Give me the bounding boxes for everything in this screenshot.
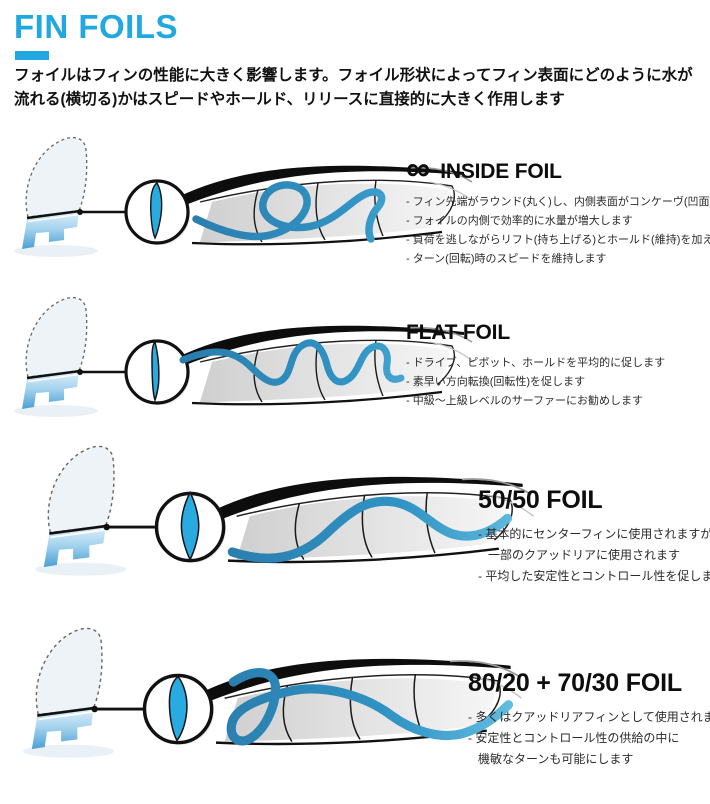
8020-foil-illustration — [21, 627, 523, 760]
section-header: ∞ INSIDE FOIL — [406, 150, 706, 188]
water-flow-ribbon — [192, 181, 386, 243]
foil-cross-section-8020 — [168, 675, 188, 742]
section-inside-foil: ∞ INSIDE FOIL - フィン先端がラウンド(丸く)し、内側表面がコンケ… — [406, 150, 710, 269]
water-flow-ribbon — [179, 339, 405, 386]
bullet: - ドライブ、ピボット、ホールドを平均的に促します — [406, 357, 666, 369]
foil-cross-section-flat — [151, 340, 160, 403]
section-title: FLAT FOIL — [406, 321, 510, 344]
section-header: 80/20 + 70/30 FOIL — [468, 669, 708, 698]
fin-illustration — [33, 445, 128, 578]
section-title: 80/20 + 70/30 FOIL — [468, 669, 682, 697]
section-5050-foil: 50/50 FOIL - 基本的にセンターフィンに使用されますが、 一部のクアッ… — [478, 486, 710, 587]
bullet: - 平均した安定性とコントロール性を促します — [478, 569, 710, 583]
title-underline — [15, 51, 49, 60]
flat-foil-illustration — [12, 296, 476, 419]
section-8020-foil: 80/20 + 70/30 FOIL - 多くはクアッドリアフィンとして使用され… — [468, 669, 710, 770]
bullet-list: - 基本的にセンターフィンに使用されますが、 一部のクアッドリアに使用されます … — [478, 524, 710, 587]
section-title: 50/50 FOIL — [478, 486, 603, 514]
bullet: - ターン(回転)時のスピードを維持します — [406, 253, 607, 265]
foil-cross-section-inside — [150, 181, 163, 240]
fin-illustration — [21, 627, 116, 760]
inside-foil-illustration — [12, 136, 476, 259]
bullet: - フォイルの内側で効率的に水量が増大します — [406, 215, 633, 227]
5050-foil-illustration — [33, 445, 535, 578]
bullet-list: - 多くはクアッドリアフィンとして使用されます - 安定性とコントロール性の供給… — [468, 707, 710, 770]
water-flow-ribbon — [227, 496, 513, 563]
intro-paragraph: フォイルはフィンの性能に大きく影響します。フォイル形状によってフィン表面にどのよ… — [14, 67, 693, 108]
infinity-icon: ∞ — [406, 150, 431, 188]
foil-cross-section-5050 — [180, 490, 200, 562]
section-header: 50/50 FOIL — [478, 486, 708, 515]
water-flow-ribbon — [226, 668, 514, 746]
section-title: INSIDE FOIL — [440, 160, 562, 183]
bullet-continuation: 一部のクアッドリアに使用されます — [488, 548, 681, 562]
section-header: FLAT FOIL — [406, 321, 706, 345]
page-title: FIN FOILS — [14, 8, 178, 45]
fin-illustration — [12, 136, 100, 259]
bullet-list: - ドライブ、ピボット、ホールドを平均的に促します - 素早い方向転換(回転性)… — [406, 354, 706, 411]
section-flat-foil: FLAT FOIL - ドライブ、ピボット、ホールドを平均的に促します - 素早… — [406, 321, 706, 411]
bullet: - 多くはクアッドリアフィンとして使用されます — [468, 710, 710, 724]
bullet: - 素早い方向転換(回転性)を促します — [406, 376, 586, 388]
fin-illustration — [12, 296, 100, 419]
bullet-list: - フィン先端がラウンド(丸く)し、内側表面がコンケーヴ(凹面)しています - … — [406, 193, 710, 269]
bullet: - フィン先端がラウンド(丸く)し、内側表面がコンケーヴ(凹面)しています — [406, 196, 710, 208]
bullet: - 安定性とコントロール性の供給の中に — [468, 731, 680, 745]
bullet: - 基本的にセンターフィンに使用されますが、 — [478, 527, 710, 541]
bullet-continuation: 機敏なターンも可能にします — [478, 752, 634, 766]
bullet: - 中級～上級レベルのサーファーにお勧めします — [406, 395, 644, 407]
bullet: - 負荷を逃しながらリフト(持ち上げる)とホールド(維持)を加えます — [406, 234, 710, 246]
